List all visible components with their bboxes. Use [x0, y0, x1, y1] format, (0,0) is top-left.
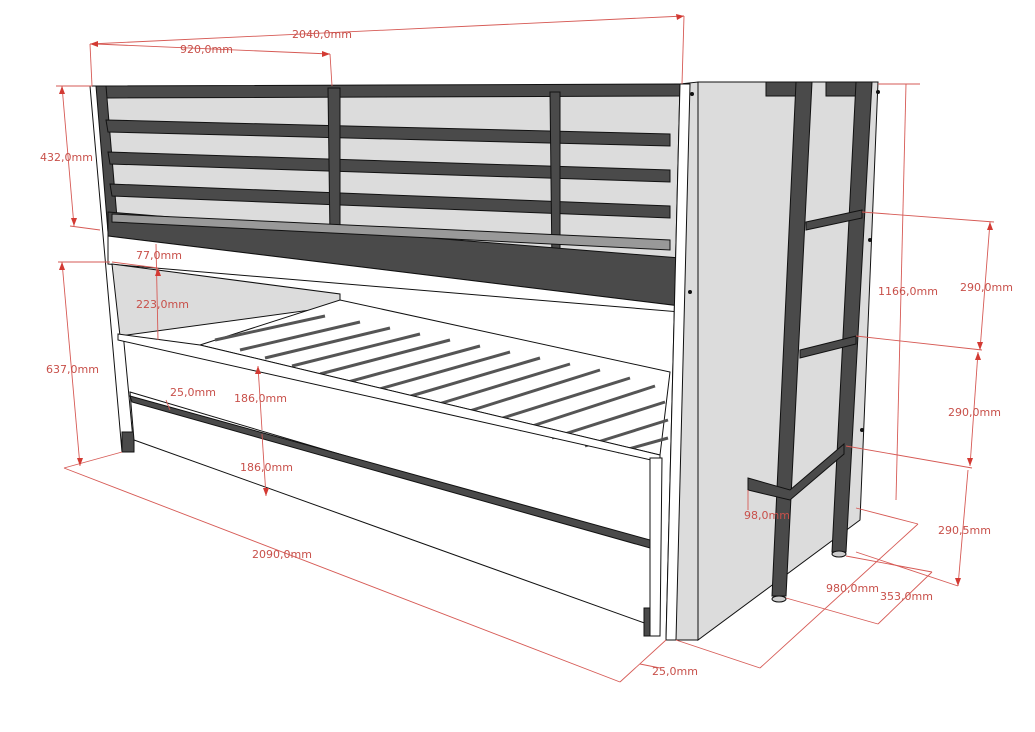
screw-4	[868, 238, 872, 242]
rail-divider-1	[327, 87, 341, 239]
lower-slat-base	[198, 299, 671, 456]
label-432: 432,0mm	[40, 151, 93, 164]
label-290-step2: 290,0mm	[948, 406, 1001, 419]
label-98: 98,0mm	[744, 509, 790, 522]
ladder-foot-left	[771, 595, 787, 603]
ladder-rung-2	[799, 335, 857, 359]
label-1166: 1166,0mm	[878, 285, 938, 298]
screw-3	[876, 90, 880, 94]
label-290-step1: 290,0mm	[960, 281, 1013, 294]
ladder-foot-right	[831, 550, 847, 558]
label-186-upper: 186,0mm	[234, 392, 287, 405]
lower-slats	[214, 314, 669, 454]
ladder	[747, 81, 873, 603]
label-25-foot: 25,0mm	[652, 665, 698, 678]
label-980: 980,0mm	[826, 582, 879, 595]
label-353: 353,0mm	[880, 590, 933, 603]
upper-rail-top-bar	[94, 83, 681, 99]
label-186-lower: 186,0mm	[240, 461, 293, 474]
label-77: 77,0mm	[136, 249, 182, 262]
ladder-rung-1	[805, 209, 863, 231]
screw-5	[860, 428, 864, 432]
label-223: 223,0mm	[136, 298, 189, 311]
rail-bar-1	[105, 119, 671, 147]
label-2090: 2090,0mm	[252, 548, 312, 561]
label-637: 637,0mm	[46, 363, 99, 376]
dimension-arrows	[59, 14, 993, 586]
upper-mattress-base	[111, 213, 671, 251]
trundle-end-post	[649, 457, 663, 637]
dimension-lines	[56, 15, 995, 683]
left-foot-cap	[121, 431, 135, 453]
ladder-rail-right	[831, 81, 873, 553]
bed-structure	[89, 81, 880, 641]
label-290-5: 290,5mm	[938, 524, 991, 537]
screw-2	[688, 290, 692, 294]
ladder-rail-left	[771, 81, 813, 597]
rail-bar-3	[109, 183, 671, 219]
rail-bar-2	[107, 151, 671, 183]
label-2040: 2040,0mm	[292, 28, 352, 41]
dimension-labels: 2040,0mm 920,0mm 432,0mm 77,0mm 223,0mm …	[40, 28, 1013, 678]
label-25-trundle: 25,0mm	[170, 386, 216, 399]
label-920: 920,0mm	[180, 43, 233, 56]
screw-1	[690, 92, 694, 96]
